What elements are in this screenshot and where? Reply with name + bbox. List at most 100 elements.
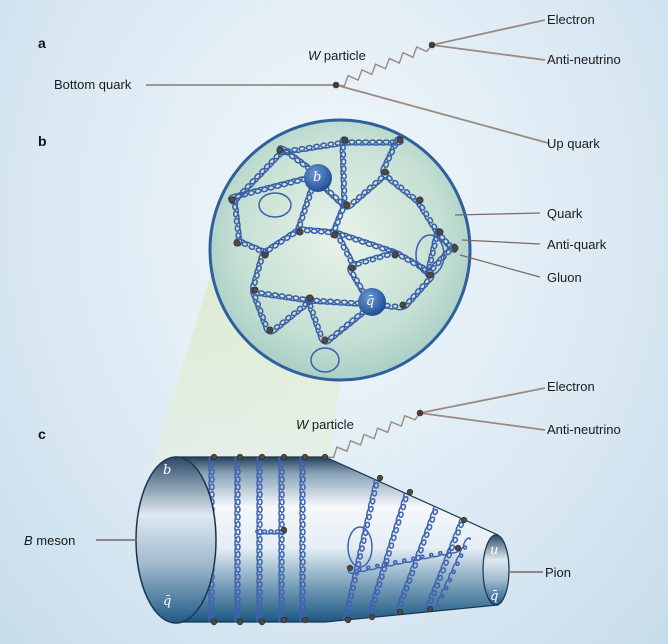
gluon-coil <box>339 136 348 209</box>
vertex-dot <box>343 201 351 209</box>
vertex-dot <box>399 301 407 309</box>
pion-label: Pion <box>545 565 572 580</box>
gluon-coil <box>348 250 399 269</box>
vertex-dot <box>451 244 459 252</box>
vertex-dot <box>396 608 404 616</box>
gluon-coil <box>367 488 411 619</box>
vertex-dot <box>301 616 309 624</box>
gluon-coil <box>299 457 306 622</box>
vertex-dot <box>266 326 274 334</box>
vertex-dot <box>341 136 349 144</box>
gluon-coil <box>260 227 303 257</box>
electron-label-a: Electron <box>547 12 595 27</box>
b-symbol-sphere: b <box>313 170 322 185</box>
bottom-quark-ball <box>304 164 332 192</box>
qbar-left-symbol: q̄ <box>163 594 172 609</box>
vertex-dot <box>321 453 329 461</box>
gluon-coil <box>305 295 326 345</box>
vertex-dot <box>344 616 352 624</box>
quark-label: Quark <box>547 206 583 221</box>
gluon-coil <box>333 230 357 271</box>
gluon-coil <box>278 457 285 622</box>
anti-neutrino-line <box>431 44 546 61</box>
gluon-coil <box>415 197 442 237</box>
vertex-dot <box>280 616 288 624</box>
vertex-dot <box>368 613 376 621</box>
vertex-dot <box>460 516 468 524</box>
b-meson-label: B meson <box>24 533 76 548</box>
w-particle-label-c: W particle <box>296 417 354 432</box>
gluon-coil <box>425 514 468 612</box>
vertex-dot <box>296 228 304 236</box>
gluon-loop <box>258 192 292 218</box>
vertex-dot <box>381 168 389 176</box>
gluon-coil <box>425 243 457 277</box>
vertex-dot <box>280 453 288 461</box>
anti-neutrino-line <box>419 412 546 431</box>
panel-a-decay-diagram <box>146 19 549 144</box>
bottom-quark-label: Bottom quark <box>54 77 132 92</box>
panel-label-a: a <box>38 35 46 51</box>
up-quark-line <box>335 84 549 144</box>
gluon-coil <box>392 250 435 277</box>
electron-label-c: Electron <box>547 379 595 394</box>
vertex-dot <box>454 544 462 552</box>
gluon-coil <box>330 200 349 239</box>
gluon-coil <box>234 238 270 257</box>
anti-quark-leader <box>461 239 541 245</box>
gluon-coil <box>255 529 287 535</box>
vertex-dot <box>276 146 284 154</box>
gluon-coil <box>231 196 243 247</box>
gluon-leader <box>459 254 541 278</box>
gluon-coil <box>347 547 461 574</box>
vertex-dot <box>233 239 241 247</box>
w-particle-line <box>335 44 433 87</box>
gluon-coil <box>296 226 339 236</box>
vertex-dot <box>348 264 356 272</box>
b-meson-end <box>135 456 217 624</box>
gluon-coil <box>435 229 457 253</box>
anti-neutrino-label-a: Anti-neutrino <box>547 52 621 67</box>
gluon-label: Gluon <box>547 270 582 285</box>
vertex-dot <box>426 605 434 613</box>
tube-vertices <box>210 453 468 626</box>
gluon-loop <box>347 526 373 568</box>
vertex-dot <box>236 453 244 461</box>
gluon-coil <box>250 287 272 335</box>
gluon-coil <box>332 230 400 256</box>
vertex-dot <box>228 196 236 204</box>
vertex-dot <box>301 453 309 461</box>
projection-cone <box>150 268 340 470</box>
gluon-coil <box>251 289 314 304</box>
b-symbol-tube: b <box>163 463 172 478</box>
up-quark-label: Up quark <box>547 136 600 151</box>
w-particle-line <box>324 412 421 459</box>
gluon-coil <box>250 250 266 294</box>
vertex-dot <box>426 271 434 279</box>
pion-end <box>482 534 510 606</box>
panel-label-c: c <box>38 426 46 442</box>
vertex-dot <box>258 618 266 626</box>
gluon-coil <box>436 537 471 607</box>
gluon-coil <box>342 474 381 622</box>
quark-leader <box>454 212 541 216</box>
gluon-coil <box>276 139 349 156</box>
electron-line <box>419 387 546 414</box>
vertex-dot <box>251 286 259 294</box>
gluon-coil <box>380 135 402 175</box>
vertex-dot <box>280 526 288 534</box>
w-particle-label-a: W particle <box>308 48 366 63</box>
gluon-coil <box>380 170 423 205</box>
meson-tube <box>175 456 499 623</box>
vertex-dot <box>321 336 329 344</box>
vertex-dot <box>236 618 244 626</box>
electron-line <box>431 19 546 46</box>
vertex-dot <box>331 231 339 239</box>
anti-quark-ball <box>358 288 386 316</box>
gluon-loop <box>310 347 340 373</box>
anti-quark-label: Anti-quark <box>547 237 607 252</box>
tube-gluons <box>208 457 471 622</box>
gluon-coil <box>230 148 285 205</box>
vertex-dot <box>416 196 424 204</box>
